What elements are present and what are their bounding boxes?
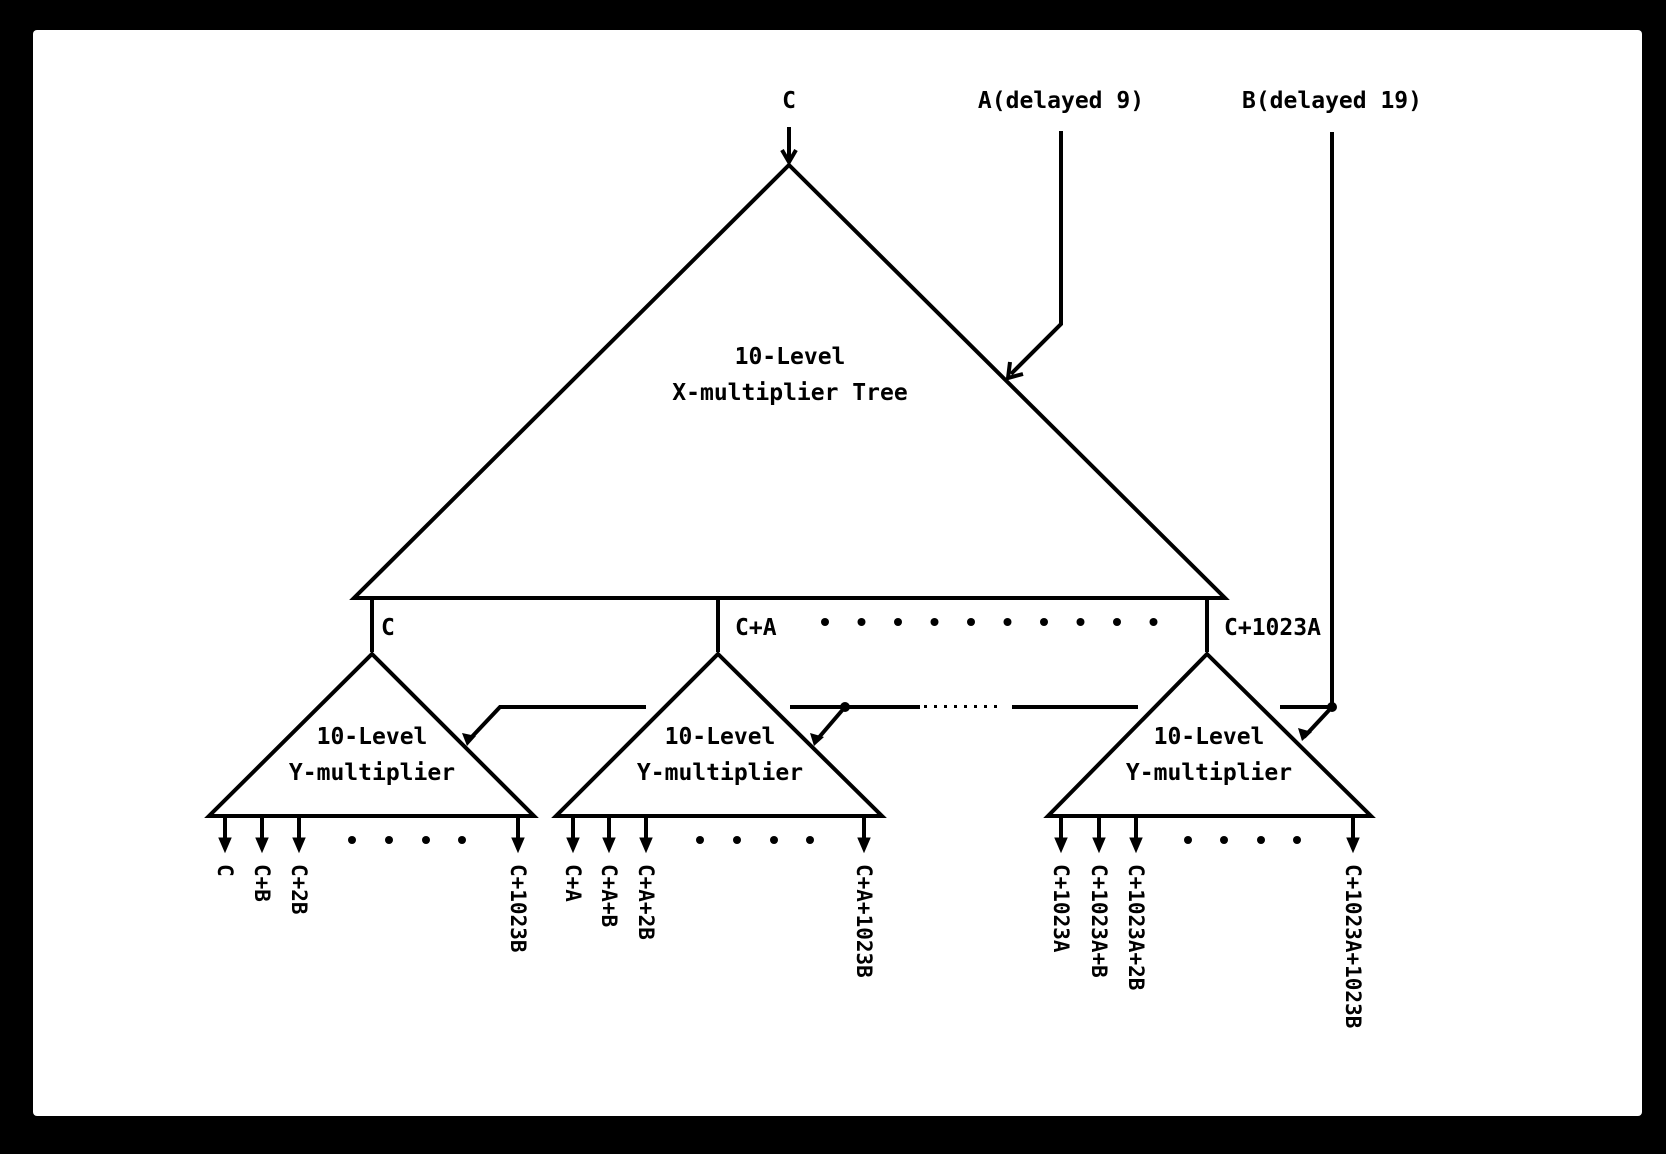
b-bus-dotted-gap: [924, 705, 997, 708]
x-tree-output-label-2: C+1023A: [1224, 615, 1321, 641]
y-multiplier-triangle-2: [551, 651, 887, 818]
b-arrow-icon-1: [462, 733, 476, 746]
input-label-b: B(delayed 19): [1242, 88, 1422, 114]
y-tree-3-output-label-0: C+1023A: [1049, 864, 1073, 953]
b-junction-dot-3: [1327, 702, 1337, 712]
y-tree-1-output-label-3: C+1023B: [506, 864, 530, 953]
ellipsis-dot: [1040, 618, 1048, 626]
output-arrow-icon: [857, 837, 871, 854]
ellipsis-dot: [1076, 618, 1085, 626]
ellipsis-dot: [1003, 618, 1012, 626]
ellipsis-dot: [930, 618, 939, 626]
ellipsis-dot: [1113, 618, 1121, 626]
y-tree-3-output-label-2: C+1023A+2B: [1124, 864, 1148, 990]
ellipsis-dot: [1257, 836, 1265, 844]
y-tree-2-output-label-0: C+A: [561, 864, 585, 902]
ellipsis-dot: [348, 836, 356, 844]
x-tree-output-ellipsis: [821, 618, 1158, 626]
y-multiplier-triangle-3: [1043, 651, 1376, 818]
y-tree-3-title-line2: Y-multiplier: [1126, 760, 1292, 786]
ellipsis-dot: [1149, 618, 1158, 626]
x-tree-title-line1: 10-Level: [735, 344, 846, 370]
y-tree-3-output-label-1: C+1023A+B: [1087, 864, 1111, 978]
y-tree-1-output-label-0: C: [213, 864, 237, 877]
ellipsis-dot: [894, 618, 902, 626]
ellipsis-dot: [857, 618, 866, 626]
y-tree-1-title-line1: 10-Level: [317, 724, 428, 750]
ellipsis-dot: [385, 836, 393, 844]
y-tree-3-output-label-3: C+1023A+1023B: [1341, 864, 1365, 1028]
ellipsis-dot: [733, 836, 741, 844]
x-tree-output-label-0: C: [381, 615, 395, 641]
y-tree-2-output-label-3: C+A+1023B: [852, 864, 876, 978]
output-arrow-icon: [1092, 837, 1106, 854]
ellipsis-dot: [1220, 836, 1228, 844]
y-tree-2-output-label-2: C+A+2B: [634, 864, 658, 940]
ellipsis-dot: [1293, 836, 1301, 844]
output-arrow-icon: [639, 837, 653, 854]
x-multiplier-tree-triangle: [349, 162, 1230, 600]
x-tree-title-line2: X-multiplier Tree: [672, 380, 907, 406]
input-label-a: A(delayed 9): [978, 88, 1144, 114]
output-arrow-icon: [1054, 837, 1068, 854]
output-arrow-icon: [602, 837, 616, 854]
input-label-c: C: [782, 88, 796, 114]
c-input-arrow-icon: [780, 148, 798, 166]
y-tree-2-output-label-1: C+A+B: [597, 864, 621, 927]
b-arrow-icon-3: [1298, 728, 1312, 741]
y-tree-2-title-line1: 10-Level: [665, 724, 776, 750]
b-bus-segment-1: [465, 705, 646, 744]
ellipsis-dot: [967, 618, 975, 626]
output-arrow-icon: [292, 837, 306, 854]
ellipsis-dot: [806, 836, 814, 844]
y-multiplier-triangle-1: [204, 651, 539, 818]
a-input-arrow-icon: [1005, 361, 1024, 381]
a-input-line: [1009, 131, 1063, 376]
output-arrow-icon: [255, 837, 269, 854]
output-arrow-icon: [566, 837, 580, 854]
ellipsis-dot: [696, 836, 704, 844]
y-tree-2-title-line2: Y-multiplier: [637, 760, 803, 786]
y-tree-1-output-label-1: C+B: [250, 864, 274, 902]
ellipsis-dot: [821, 618, 829, 626]
y-tree-1-output-label-2: C+2B: [287, 864, 311, 915]
b-arrow-icon-2: [810, 733, 824, 746]
output-arrow-icon: [1129, 837, 1143, 854]
b-junction-dot-2: [840, 702, 850, 712]
ellipsis-dot: [1184, 836, 1192, 844]
y-tree-3-title-line1: 10-Level: [1154, 724, 1265, 750]
ellipsis-dot: [458, 836, 466, 844]
output-arrow-icon: [218, 837, 232, 854]
output-arrow-icon: [511, 837, 525, 854]
y-tree-1-title-line2: Y-multiplier: [289, 760, 455, 786]
ellipsis-dot: [770, 836, 778, 844]
ellipsis-dot: [422, 836, 430, 844]
x-tree-output-label-1: C+A: [735, 615, 777, 641]
output-arrow-icon: [1346, 837, 1360, 854]
